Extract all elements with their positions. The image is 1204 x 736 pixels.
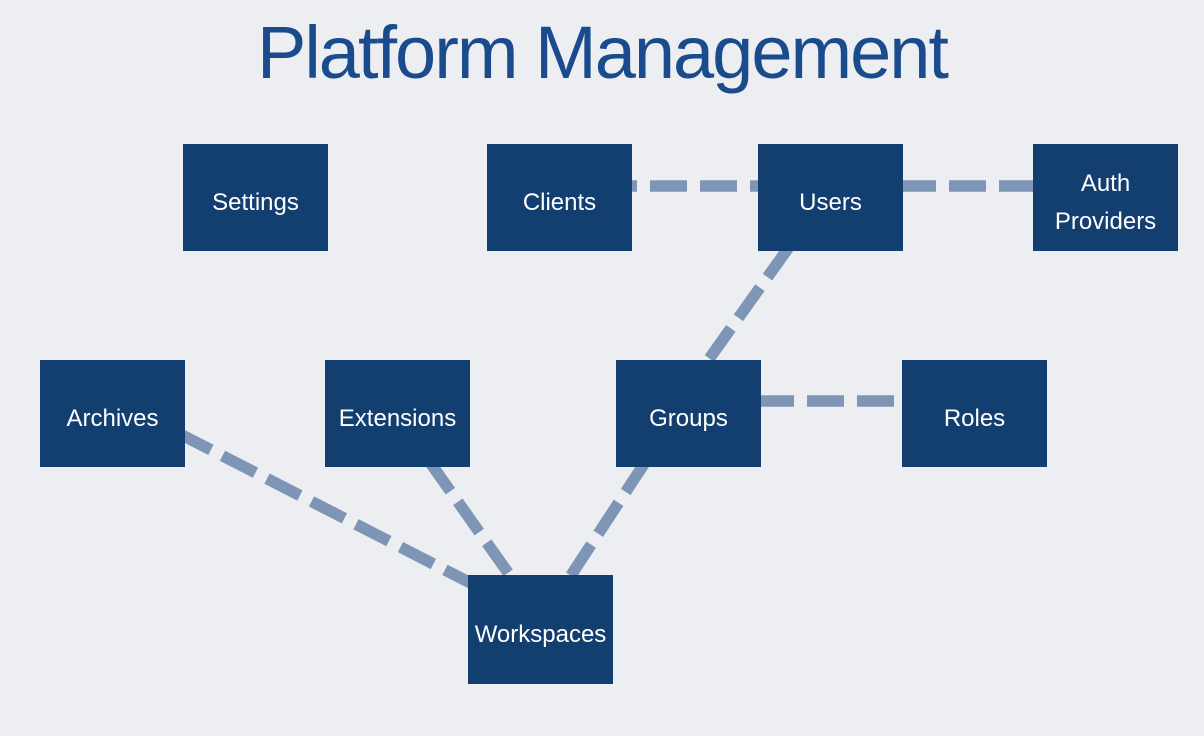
connector-extensions-workspaces <box>424 457 521 588</box>
node-clients: Clients <box>487 144 632 251</box>
node-auth-providers: Auth Providers <box>1033 144 1178 251</box>
node-archives: Archives <box>40 360 185 467</box>
connector-users-groups <box>699 243 794 370</box>
connector-groups-workspaces <box>559 457 651 590</box>
node-users: Users <box>758 144 903 251</box>
diagram-title: Platform Management <box>256 11 949 94</box>
node-workspaces: Workspaces <box>468 575 613 684</box>
connector-archives-workspaces <box>175 427 495 600</box>
node-settings: Settings <box>183 144 328 251</box>
node-groups: Groups <box>616 360 761 467</box>
node-roles: Roles <box>902 360 1047 467</box>
node-extensions: Extensions <box>325 360 470 467</box>
